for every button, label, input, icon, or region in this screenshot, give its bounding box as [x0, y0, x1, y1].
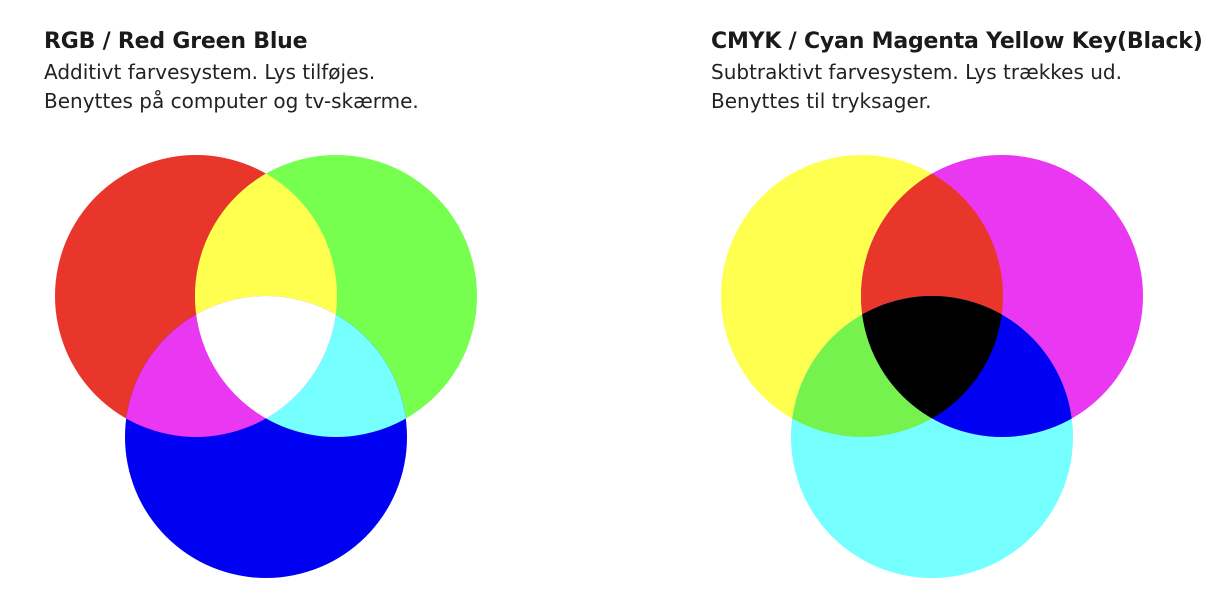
cmyk-caption: CMYK / Cyan Magenta Yellow Key(Black) Su…: [711, 28, 1203, 116]
rgb-venn-diagram: [55, 155, 477, 578]
rgb-caption: RGB / Red Green Blue Additivt farvesyste…: [44, 28, 419, 116]
cmyk-venn-diagram: [721, 155, 1143, 578]
rgb-title: RGB / Red Green Blue: [44, 29, 308, 54]
rgb-description-line-2: Benyttes på computer og tv-skærme.: [44, 89, 419, 113]
cmyk-panel: CMYK / Cyan Magenta Yellow Key(Black) Su…: [603, 0, 1206, 596]
cmyk-description-line-2: Benyttes til tryksager.: [711, 89, 932, 113]
cmyk-description-line-1: Subtraktivt farvesystem. Lys trækkes ud.: [711, 60, 1122, 84]
rgb-description-line-1: Additivt farvesystem. Lys tilføjes.: [44, 60, 376, 84]
rgb-panel: RGB / Red Green Blue Additivt farvesyste…: [44, 28, 477, 578]
cmyk-title: CMYK / Cyan Magenta Yellow Key(Black): [711, 29, 1203, 54]
